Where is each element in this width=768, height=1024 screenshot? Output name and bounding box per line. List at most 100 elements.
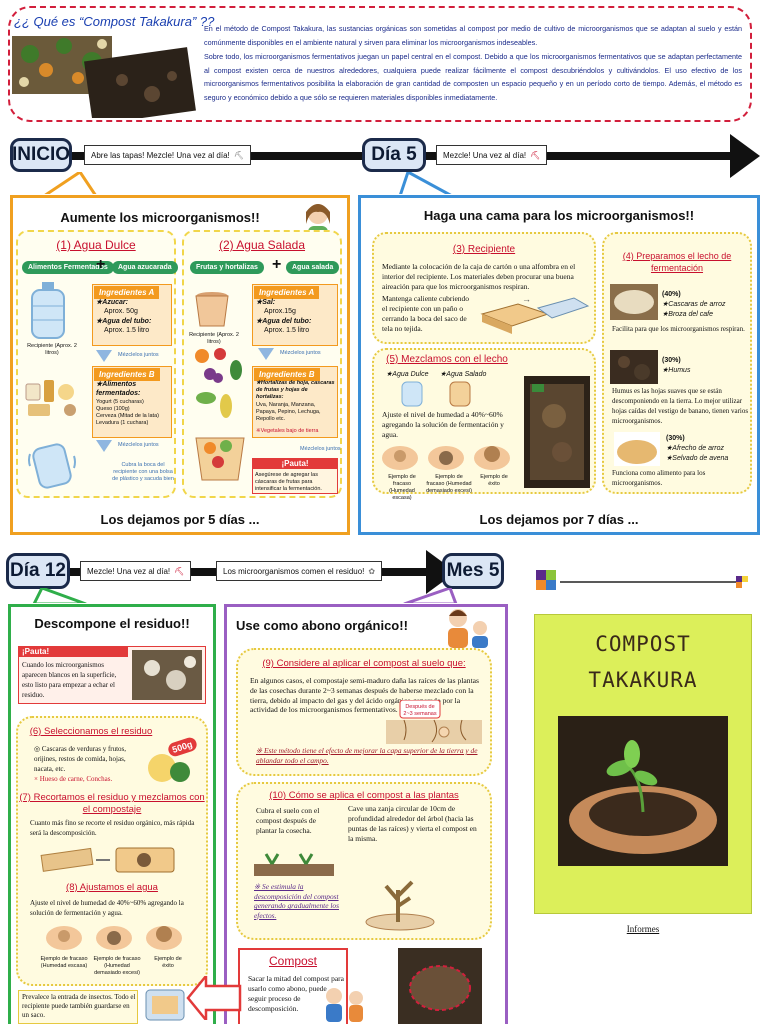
return-arrow-icon (186, 976, 242, 1020)
timeline-1-arrowhead (730, 134, 760, 178)
recipient-text-1: Mediante la colocación de la caja de car… (382, 262, 576, 291)
example-fail-wet: Ejemplo de fracaso (Humedad demasiado ex… (426, 474, 472, 494)
bed-item-1-a: ★Cascaras de arroz (662, 301, 726, 308)
mix-bed-text: Ajuste el nivel de humedad a 40%~60% agr… (382, 410, 504, 439)
example-success: Ejemplo de éxito (480, 474, 508, 487)
chop-waste-text: Cuanto más fino se recorte el residuo or… (30, 819, 195, 837)
family-illustration (448, 609, 488, 648)
microbe-icon: ✿ (368, 566, 376, 576)
bucket-icon (195, 292, 229, 327)
compost-title: Compost (268, 954, 318, 968)
ingredient-leaves-peels: ★Hortalizas de hoja, cascaras de frutas … (256, 380, 335, 400)
pauta-head-2: ¡Pauta! (18, 646, 128, 657)
sweet-water-title: (1) Agua Dulce (56, 238, 136, 252)
pauta-head: ¡Pauta! (252, 458, 338, 469)
bed-item-3-desc: Funciona como alimento para los microorg… (612, 469, 706, 487)
tag-text: Los microorganismos comen el residuo! (223, 566, 365, 576)
fermented-food-icons (25, 380, 76, 416)
pill-salt-water: Agua salada (286, 261, 340, 274)
compost-text: Sacar la mitad del compost para usarlo c… (248, 974, 345, 1013)
select-waste-ok: ◎ Cascaras de verduras y frutos, orijine… (34, 745, 127, 773)
pauta-text: Asegúrese de agregar las cáscaras de fru… (255, 472, 322, 492)
ingredient-sugar-amount: Aprox. 50g (104, 308, 138, 315)
ingredients-a-head: Ingredientes A (254, 286, 320, 299)
apply-right-text: Cave una zanja circular de 10cm de profu… (348, 804, 477, 843)
recipient-label: Recipiente (Aprox. 2 litros) (189, 332, 239, 345)
timeline-1-tag-2: Mezcle! Una vez al día! ⛏ (436, 145, 548, 165)
intro-box (8, 6, 752, 122)
ingredient-salt-amount: Aprox.15g (264, 308, 296, 315)
cover-instruction: Cubra la boca del recipiente con una bol… (112, 462, 174, 482)
arrow-down-icon (258, 348, 274, 360)
recipient-label: Recipiente (Aprox. 2 litros) (27, 343, 77, 356)
pill-sugar-water: Agua azucarada (112, 261, 178, 274)
rice-husk-photo (610, 284, 658, 320)
timeline-day-12: Día 12 (6, 553, 70, 589)
rice-bran-photo (614, 432, 660, 466)
panel-2-title: Haga una cama para los microorganismos!! (423, 208, 695, 223)
adjust-water-title: (8) Ajustamos el agua (66, 882, 158, 893)
hand-examples-2 (46, 926, 182, 950)
people-illustration (326, 988, 363, 1022)
panel-2-footer: Los dejamos por 7 días ... (479, 512, 639, 527)
svg-text:→: → (522, 294, 531, 304)
bucket-filled-icon (195, 437, 245, 481)
timeline-start: INICIO (10, 138, 72, 172)
timeline-2-tag-1: Mezcle! Una vez al día! ⛏ (80, 561, 192, 581)
ingredient-tap-water: ★Agua del tubo: (96, 318, 152, 325)
fermentation-bed-title: (4) Preparamos el lecho de fermentación (622, 251, 732, 273)
tag-text: Mezcle! Una vez al día! (87, 566, 171, 576)
bed-item-1-desc: Facilita para que los microorganismos re… (612, 325, 745, 333)
sub-apply-to-plants (236, 782, 492, 940)
fermented-food-list: Yogurt (5 cucharas) Queso (100g) Cerveza… (96, 399, 159, 426)
example-success: Ejemplo de éxito (154, 956, 182, 969)
roots-illustration (386, 700, 482, 744)
consider-title: (9) Considere al aplicar el compost al s… (262, 658, 466, 669)
box-setup-illustration: → (480, 294, 590, 334)
ingredient-fermented-food: ★Alimentos fermentados: (96, 381, 141, 397)
pill-fermented-food: Alimentos Fermentados (22, 261, 114, 274)
example-fail-dry: Ejemplo de fracaso (Humedad escasa) (40, 956, 88, 969)
consider-text: En algunos casos, el compostaje semi-mad… (250, 676, 480, 715)
mix-label: Mézclelos juntos (118, 442, 159, 448)
consider-note: ※ Este método tiene el efecto de mejorar… (256, 746, 478, 765)
timeline-month-5: Mes 5 (442, 553, 504, 589)
ingredients-a-head: Ingredientes A (94, 286, 160, 299)
sub-consider (236, 648, 492, 776)
intro-paragraph-1: En el método de Compost Takakura, las su… (204, 24, 742, 47)
humus-photo (610, 350, 658, 384)
white-microbes-photo (132, 650, 202, 700)
bottom-note-text: Prevalece la entrada de insectos. Todo e… (22, 993, 136, 1019)
tag-text: Mezcle! Una vez al día! (443, 150, 527, 160)
panel-1-title: Aumente los microorganismos!! (60, 210, 260, 225)
bed-item-1-b: ★Broza del cafe (662, 311, 714, 318)
timeline-day-5: Día 5 (362, 138, 426, 172)
bed-item-2-desc: Humus es las hojas suaves que se están d… (612, 387, 749, 425)
mulch-illustration (254, 853, 334, 876)
ingredients-b-head: Ingredientes B (94, 368, 160, 381)
ingredient-tap-water-amount: Aprox. 1.5 litro (104, 327, 150, 334)
ingredient-salt: ★Sal: (256, 299, 276, 306)
plus-icon: + (96, 256, 106, 273)
recipient-text-2: Mantenga caliente cubriendo el recipient… (382, 294, 470, 333)
cover-title-line-2: TAKAKURA (588, 668, 698, 692)
salt-water-title: (2) Agua Salada (218, 238, 306, 252)
bed-item-2-a: ★Humus (662, 367, 691, 374)
fruit-list: Uva, Naranja, Manzana, Papaya, Pepino, L… (256, 402, 321, 422)
ingredient-tap-water: ★Agua del tubo: (256, 318, 312, 325)
panel-4-title: Use como abono orgánico!! (236, 618, 408, 633)
bed-item-3-a: ★Afrecho de arroz (666, 445, 725, 452)
vegetable-note: ※Vegetales bajo de tierra (256, 428, 319, 434)
shaking-bottle-icon (28, 443, 76, 489)
bed-item-3-b: ★Selvado de avena (666, 455, 729, 462)
compost-photos (12, 36, 196, 118)
ingredient-sugar: ★Azucar: (96, 299, 128, 306)
example-fail-dry: Ejemplo de fracaso (Humedad escasa) (388, 474, 416, 501)
tree-illustration (365, 880, 435, 931)
bed-item-1-percent: (40%) (662, 291, 681, 298)
pill-fruits-vegetables: Frutas y hortalizas (190, 261, 264, 274)
mix-bed-sweet: ★Agua Dulce (386, 371, 429, 378)
trowel-icon: ⛏ (233, 150, 244, 160)
timeline-2-tag-2: Los microorganismos comen el residuo! ✿ (216, 561, 383, 581)
panel-1-footer: Los dejamos por 5 días ... (100, 512, 260, 527)
